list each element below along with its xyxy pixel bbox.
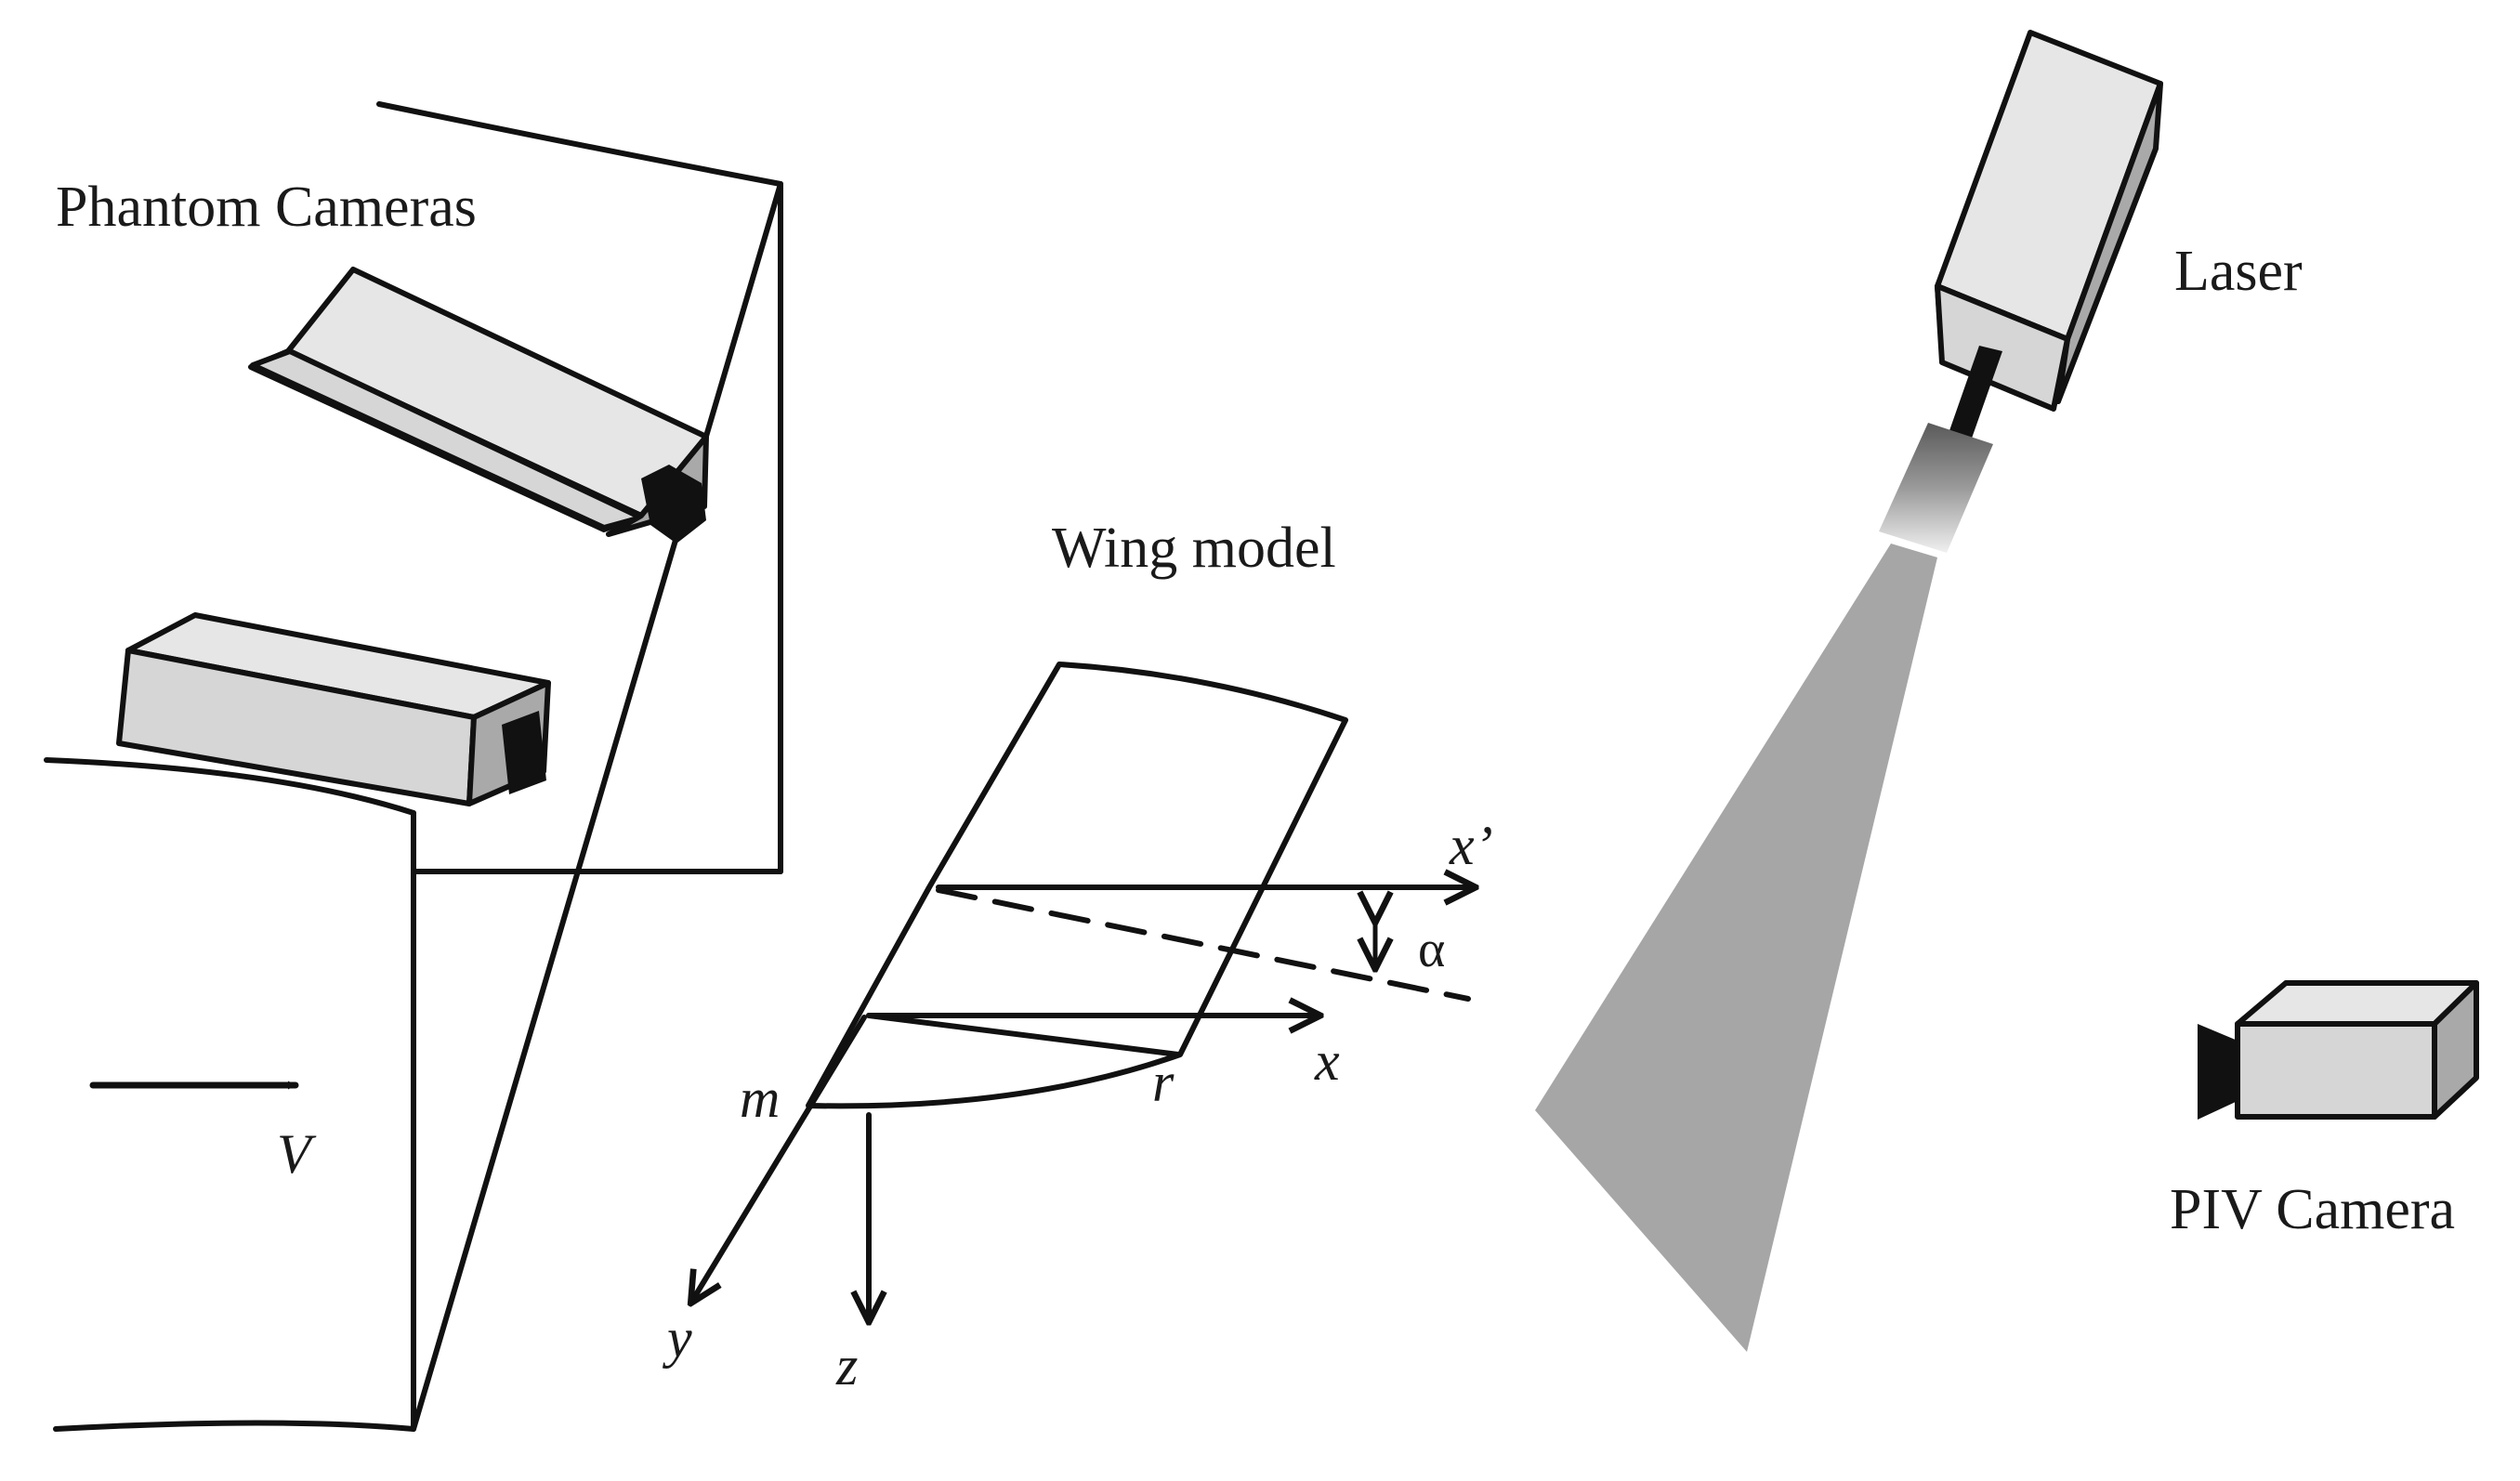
tunnel-bottom-curve	[53, 1420, 416, 1432]
tunnel-back-wall-diagonal	[411, 181, 783, 1432]
phantom-camera-upper	[248, 267, 709, 544]
point-m-label: m	[740, 1068, 780, 1129]
camera-upper-lens	[641, 465, 706, 544]
alpha-label: α	[1418, 921, 1445, 978]
laser-sheet	[1535, 544, 1937, 1352]
piv-camera: PIV Camera	[2170, 980, 2479, 1241]
flow-direction: V	[89, 1081, 317, 1185]
camera-lower-lens	[502, 711, 546, 794]
piv-camera-label: PIV Camera	[2170, 1178, 2455, 1241]
phantom-cameras-label: Phantom Cameras	[56, 176, 477, 239]
x-axis-label: x	[1314, 1030, 1340, 1092]
wing-model-label: Wing model	[1052, 517, 1336, 580]
x-prime-axis-label: x’	[1449, 815, 1493, 876]
wing-root-chord	[866, 1013, 1181, 1057]
y-axis	[692, 1015, 867, 1301]
laser-box-main	[1935, 283, 2070, 412]
laser-label: Laser	[2174, 240, 2303, 303]
phantom-camera-lower	[116, 612, 551, 806]
tunnel-ledge-curve	[44, 757, 416, 816]
wind-tunnel	[44, 101, 783, 1432]
z-axis-label: z	[835, 1335, 858, 1396]
piv-camera-front-face	[2235, 1021, 2437, 1120]
tunnel-top-wall-curve	[376, 101, 783, 187]
laser: Laser	[1535, 30, 2303, 1352]
piv-camera-side-face	[2432, 980, 2479, 1120]
wing-model: Wing model y z x x’ α m r	[662, 517, 1493, 1396]
laser-lens	[1879, 423, 1993, 553]
point-r-label: r	[1152, 1052, 1175, 1113]
y-axis-label: y	[662, 1307, 692, 1369]
camera-upper-body	[250, 348, 644, 531]
flow-velocity-label: V	[277, 1123, 317, 1185]
piv-camera-lens	[2198, 1024, 2238, 1120]
wing-chord-dashed	[936, 887, 1471, 1002]
